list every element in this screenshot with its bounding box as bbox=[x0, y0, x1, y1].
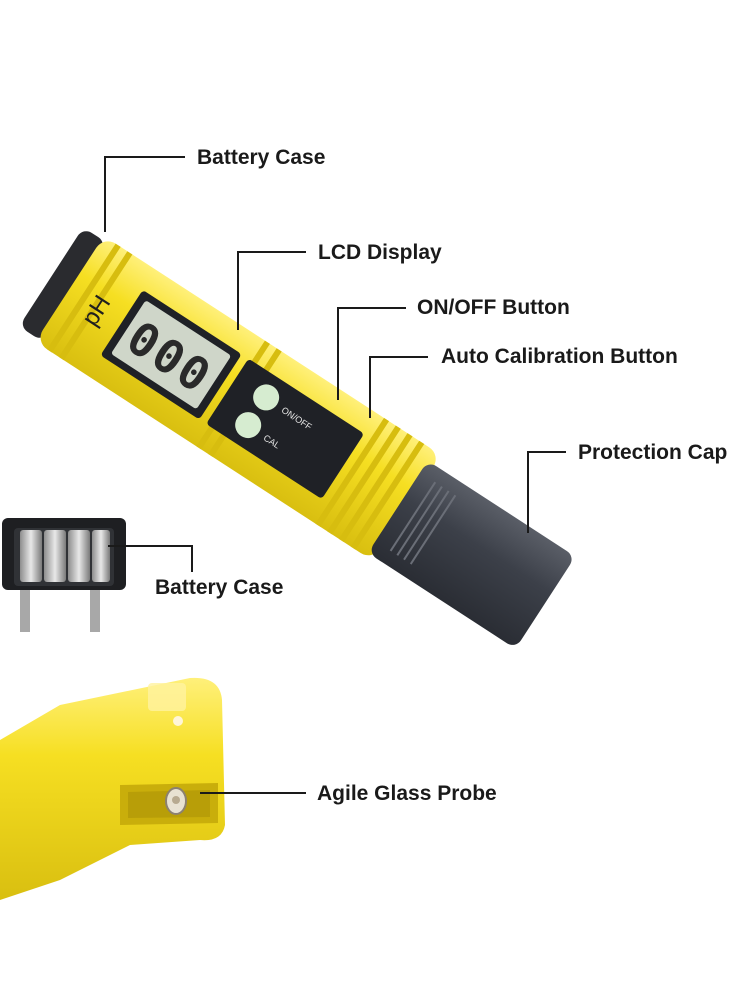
battery-case-top-label: Battery Case bbox=[197, 146, 326, 169]
leader-protection-cap bbox=[527, 451, 566, 533]
leader-battery-case-top bbox=[104, 156, 185, 232]
battery-cell bbox=[44, 530, 66, 582]
button-panel bbox=[207, 360, 363, 498]
protection-cap[interactable] bbox=[368, 461, 576, 649]
battery-cell bbox=[92, 530, 110, 582]
cap-grip-lines bbox=[389, 481, 457, 565]
auto-calibration-button-label: Auto Calibration Button bbox=[441, 345, 678, 368]
leader-on-off-button bbox=[337, 307, 406, 400]
lcd-screen bbox=[112, 301, 231, 409]
protection-cap-label: Protection Cap bbox=[578, 441, 728, 464]
on-off-button[interactable] bbox=[248, 379, 284, 415]
lcd-display-label: LCD Display bbox=[318, 241, 442, 264]
leader-lcd-display bbox=[237, 251, 306, 330]
leader-battery-case-detail bbox=[108, 545, 193, 572]
leader-lines bbox=[104, 156, 566, 794]
battery-contact bbox=[20, 590, 30, 632]
agile-glass-probe-label: Agile Glass Probe bbox=[317, 782, 497, 805]
probe-housing bbox=[0, 677, 225, 900]
battery-cell bbox=[68, 530, 90, 582]
cal-button[interactable] bbox=[230, 407, 266, 443]
probe-detail bbox=[0, 677, 225, 900]
battery-cell bbox=[20, 530, 42, 582]
battery-case-top-cap bbox=[22, 231, 103, 338]
battery-contact bbox=[90, 590, 100, 632]
leader-auto-calibration bbox=[369, 356, 428, 418]
battery-case-detail bbox=[2, 518, 126, 632]
ph-meter: 000 ON/OFF CAL pH bbox=[22, 231, 576, 649]
on-off-button-callout: ON/OFF Button bbox=[417, 296, 570, 319]
battery-case-detail-label: Battery Case bbox=[155, 576, 284, 599]
